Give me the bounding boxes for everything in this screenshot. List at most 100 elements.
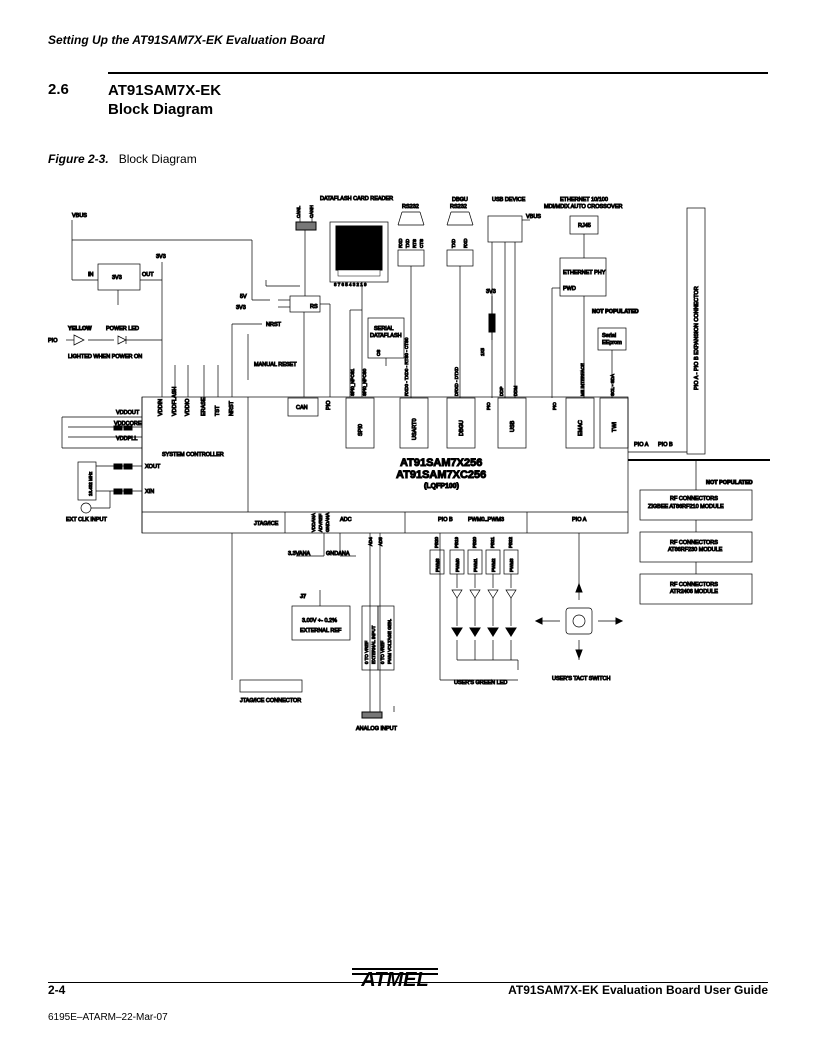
rf3-title: RF CONNECTORS (670, 582, 718, 588)
blk-jtag: JTAG/ICE (254, 521, 279, 527)
lbl-box1b: EXTERNAL INPUT (371, 625, 376, 664)
blk-pio-a: PIO A (634, 442, 649, 448)
pin-vddflash: VDDFLASH (172, 387, 178, 416)
sig-pio3: PIO (552, 402, 557, 410)
lbl-serial: SERIAL (374, 326, 394, 332)
sig-spi2: SPI0_NPCS0 (362, 368, 367, 396)
atmel-logo-text: ATMEL (360, 969, 428, 990)
lbl-3v3-top: 3V3 (156, 254, 166, 260)
lbl-not-populated-rf: NOT POPULATED (706, 480, 753, 486)
section-number: 2.6 (48, 81, 69, 98)
lbl-ethernet-phy: ETHERNET PHY (563, 270, 606, 276)
lbl-power-led: POWER LED (106, 326, 139, 332)
footer-guide-title: AT91SAM7X-EK Evaluation Board User Guide (508, 983, 768, 997)
lbl-eeprom: EEprom (602, 340, 622, 346)
lbl-dataflash: DATAFLASH CARD READER (320, 196, 393, 202)
header-rule (108, 72, 768, 74)
lbl-system-controller: SYSTEM CONTROLLER (162, 452, 224, 458)
pwm-name-1: PWM0 (455, 558, 460, 572)
lbl-analog-input: ANALOG INPUT (356, 726, 398, 732)
lbl-tact-switch: USER'S TACT SWITCH (552, 676, 611, 682)
ethernet-phy (559, 257, 607, 297)
lbl-dbgu-top: DBGU (452, 197, 468, 203)
sig-rxd2: RXD (463, 238, 468, 248)
lbl-xin: XIN (145, 489, 154, 495)
lbl-box1a: 0 TO VREF (364, 641, 369, 664)
pin-tst: TST (215, 405, 221, 416)
blk-pio-a-bottom: PIO A (572, 517, 587, 523)
lbl-xtal: 18.432 MHz (88, 471, 93, 496)
sig-rxd: RXD (398, 238, 403, 248)
blk-spi: SPI0 (358, 424, 364, 436)
lbl-3v3-usb: 3V3 (486, 289, 496, 295)
lbl-serial-ee: Serial (602, 333, 616, 339)
blk-pwm: PWM0..PWM3 (468, 517, 504, 523)
lbl-ext-clk: EXT CLK INPUT (66, 517, 107, 523)
sig-cts: CTS (419, 239, 424, 248)
blk-can: CAN (296, 405, 308, 411)
lbl-usb-device: USB DEVICE (492, 197, 526, 203)
regulator (97, 263, 141, 291)
expansion-connector (686, 207, 706, 455)
lbl-cs: CS (376, 350, 381, 356)
lbl-dataflash: DATAFLASH (370, 333, 402, 339)
lbl-pwd: PWD (563, 286, 576, 292)
rf2-module: AT86RF230 MODULE (668, 547, 723, 553)
lbl-gndana: GNDANA (325, 513, 330, 532)
lbl-eth2: MDI/MDIX AUTO CROSSOVER (544, 204, 622, 210)
rf1-module: ZIGBEE AT86RF210 MODULE (648, 504, 724, 510)
lbl-canh: CANH (309, 205, 314, 218)
block-diagram: DATAFLASH CARD READER RS232 DBGU RS232 U… (48, 196, 770, 733)
figure-label: Figure 2-3. (48, 152, 109, 166)
section-title-line2: Block Diagram (108, 101, 214, 118)
lbl-3v3ana: 3.3VANA (288, 551, 311, 557)
lbl-jtag-connector: JTAG/ICE CONNECTOR (240, 698, 301, 704)
sig-usart: RXD0 - TXD0 - RTS0 - CTS0 (404, 337, 409, 396)
pin-nrst: NRST (229, 400, 235, 416)
emac-block (565, 397, 595, 449)
section-title-line1: AT91SAM7X-EK (108, 82, 222, 99)
section-title: AT91SAM7X-EK Block Diagram (108, 81, 221, 119)
lbl-vbus: VBUS (72, 213, 87, 219)
pwm-pin-3: PB21 (490, 536, 495, 548)
pwm-pin-4: PB22 (508, 536, 513, 548)
blk-pio-b-bottom: PIO B (438, 517, 453, 523)
lbl-box2b: PWM VOLTAGE GEN. (387, 619, 392, 664)
mcu-chip (141, 396, 629, 534)
chip-name-1: AT91SAM7X256 (400, 457, 482, 469)
lbl-not-populated-ee: NOT POPULATED (592, 309, 639, 315)
twi-block (599, 397, 629, 449)
lbl-vddpll: VDDPLL (116, 436, 137, 442)
sig-ddp: DDP (499, 386, 504, 396)
rf3-module: ATR2406 MODULE (670, 589, 718, 595)
lbl-nrst: NRST (266, 322, 282, 328)
lbl-canl: CANL (296, 205, 301, 218)
lbl-rs232: RS232 (402, 204, 419, 210)
lbl-ad5: AD5 (378, 537, 383, 546)
lbl-ref1: 3.00V +- 0.2% (302, 618, 337, 624)
lbl-vddout: VDDOUT (116, 410, 140, 416)
lbl-in: IN (88, 272, 94, 278)
blk-emac: EMAC (578, 420, 584, 436)
lbl-vddana: VDDANA (311, 513, 316, 532)
dataflash-card (329, 221, 389, 283)
running-header: Setting Up the AT91SAM7X-EK Evaluation B… (48, 33, 325, 47)
pwm-pin-0: PB20 (434, 536, 439, 548)
lbl-yellow: YELLOW (68, 326, 92, 332)
lbl-res: 1K5 (480, 347, 485, 356)
lbl-vbus-usb: VBUS (526, 214, 541, 220)
dbgu-block (446, 397, 476, 449)
sig-dbgu: DRXD - DTXD (454, 366, 459, 396)
sig-txd2: TXD (451, 238, 456, 248)
figure-caption: Figure 2-3.Block Diagram (48, 152, 197, 166)
blk-twi: TWI (612, 421, 618, 432)
rf2-title: RF CONNECTORS (670, 540, 718, 546)
lbl-card-pins: 8 7 6 5 4 3 2 1 9 (334, 282, 367, 287)
sig-ddm: DDM (513, 386, 518, 396)
footer-rule (48, 982, 768, 983)
lbl-gndana-2: GNDANA (326, 551, 350, 557)
lbl-ref2: EXTERNAL REF (300, 628, 342, 634)
lbl-j7: J7 (300, 594, 306, 600)
sig-spi: SPI0_NPCS1 (350, 368, 355, 396)
lbl-box2a: 0 TO VREF (380, 641, 385, 664)
